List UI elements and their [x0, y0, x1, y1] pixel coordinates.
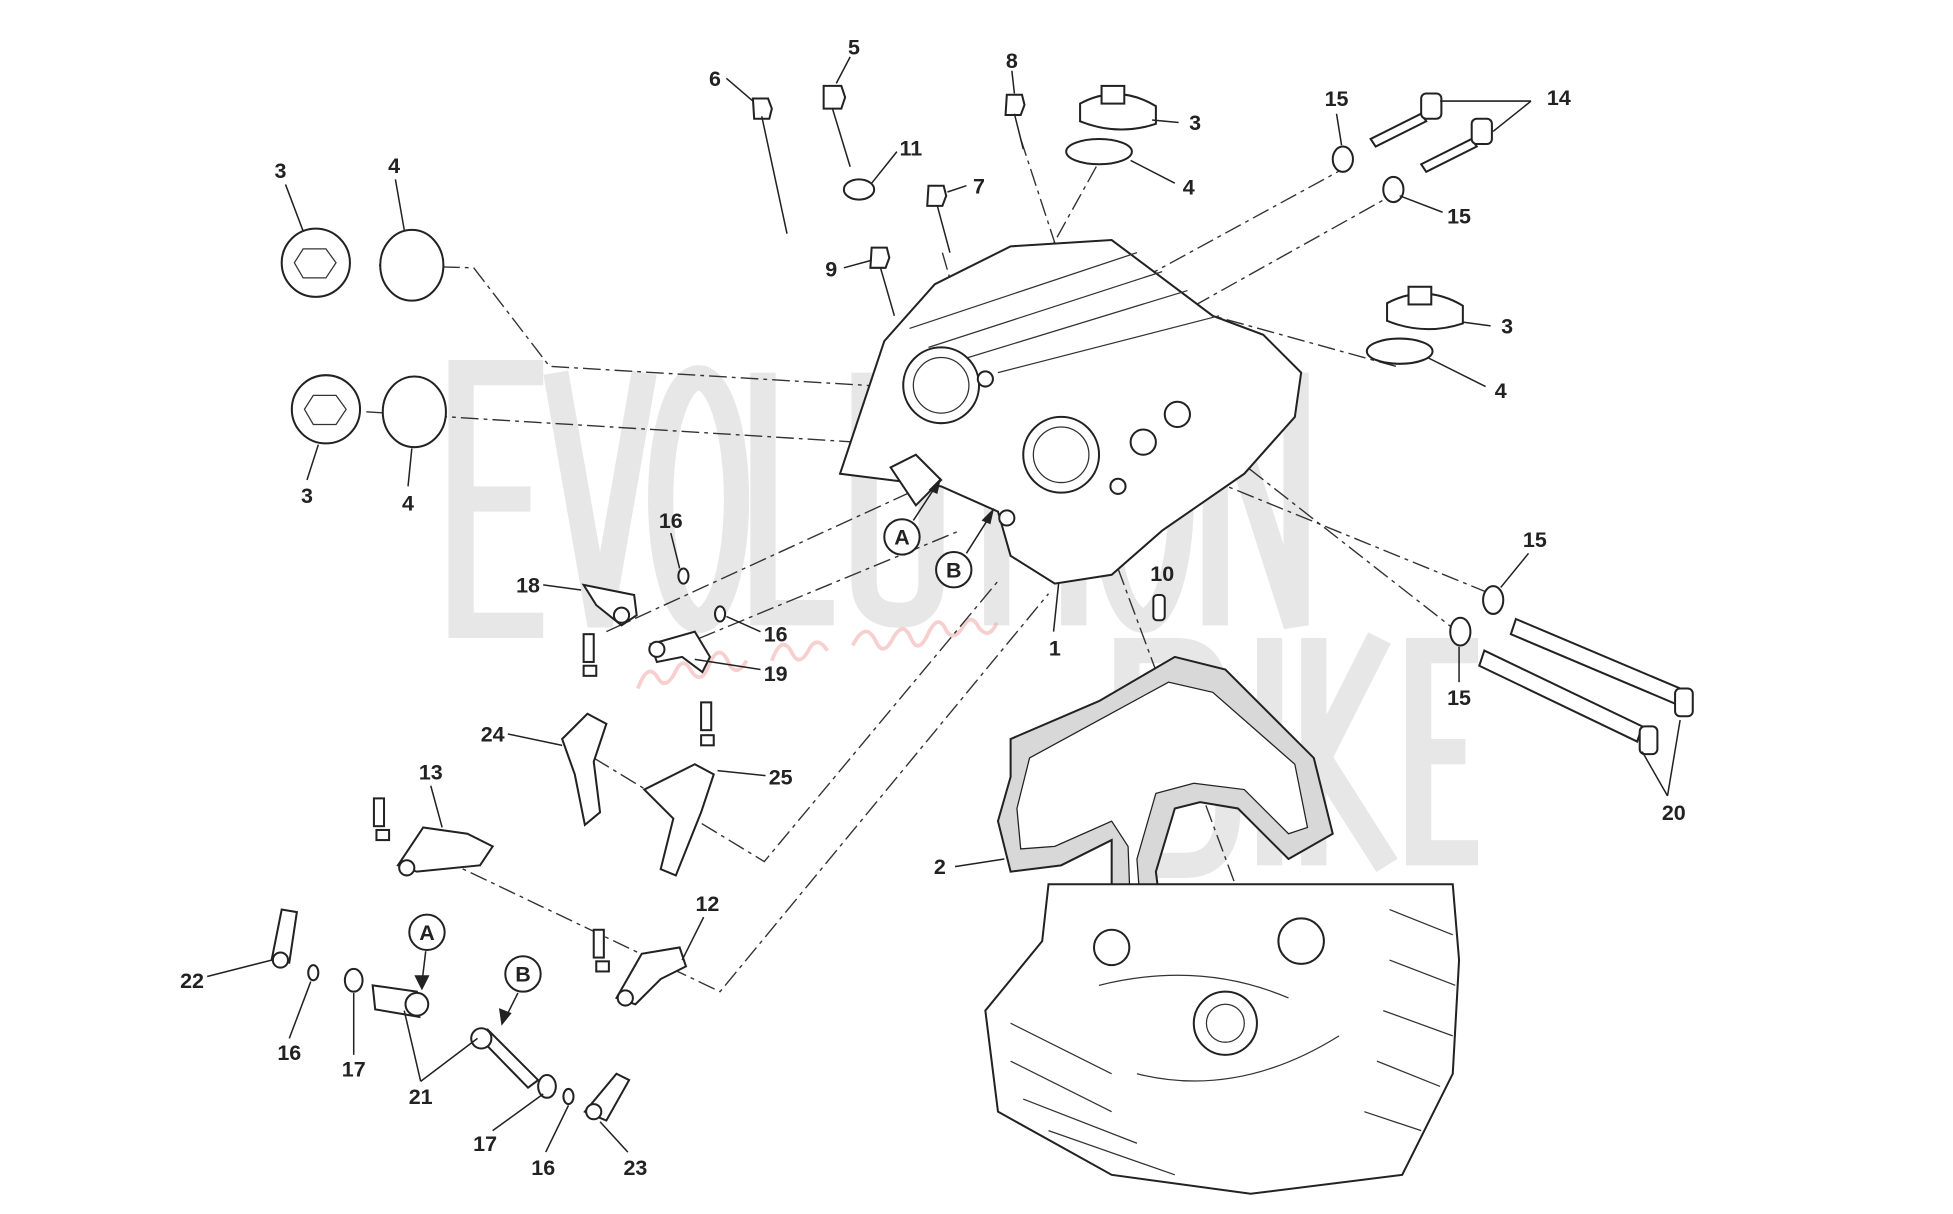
oil-filler-caps-left	[280, 227, 447, 449]
callout: 2	[934, 855, 946, 879]
callout: 24	[481, 723, 505, 747]
callout: 25	[769, 765, 793, 789]
callout: 15	[1447, 205, 1471, 229]
rocker-shafts	[270, 908, 631, 1122]
callout: 16	[531, 1156, 555, 1180]
ref-circle-b	[935, 551, 973, 589]
callout: 10	[1150, 562, 1174, 586]
head-gasket	[996, 655, 1334, 943]
callout: 3	[1189, 111, 1201, 135]
callout: 16	[764, 623, 788, 647]
callout: 4	[1183, 176, 1195, 200]
callout-labels: 6 5 8 11 7 9 3 4 15 14 15 3 4 3 4 3 4 16…	[180, 35, 1686, 1180]
callout: B	[515, 963, 531, 987]
cylinder-head	[838, 238, 1303, 585]
callout: A	[419, 921, 435, 945]
callout: 20	[1662, 801, 1686, 825]
callout: 16	[277, 1041, 301, 1065]
callout: 4	[402, 491, 414, 515]
callout: 23	[623, 1156, 647, 1180]
reference-arrows	[414, 477, 995, 1026]
callout: 8	[1006, 49, 1018, 73]
callout: 3	[1501, 315, 1513, 339]
callout: 17	[473, 1132, 497, 1156]
callout: 3	[301, 484, 313, 508]
callout: 12	[695, 892, 719, 916]
callout: 7	[973, 174, 985, 198]
callout: 16	[659, 509, 683, 533]
callout: B	[946, 558, 962, 582]
callout: 17	[342, 1057, 366, 1081]
studs	[1449, 585, 1694, 756]
callout: A	[894, 525, 910, 549]
callout: 5	[848, 35, 860, 59]
leader-lines	[206, 56, 1681, 1153]
callout: 4	[388, 154, 400, 178]
callout: 21	[409, 1085, 433, 1109]
callout: 19	[764, 662, 788, 686]
callout: 15	[1523, 528, 1547, 552]
ref-circle-a	[883, 518, 921, 556]
callout: 15	[1325, 87, 1349, 111]
callout: 22	[180, 969, 204, 993]
callout: 18	[516, 573, 540, 597]
ref-circle-b	[504, 955, 542, 993]
callout: 3	[274, 159, 286, 183]
callout: 11	[899, 136, 922, 160]
callout: 9	[825, 258, 837, 282]
bolts	[751, 84, 1166, 622]
callout: 1	[1049, 637, 1061, 661]
cylinder-block	[984, 883, 1461, 1195]
caps-right	[1065, 84, 1493, 365]
callout: 6	[709, 67, 721, 91]
callout: 14	[1547, 86, 1571, 110]
ref-circle-a	[408, 913, 446, 951]
callout: 13	[419, 760, 443, 784]
rocker-arms	[372, 567, 727, 1007]
callout: 15	[1447, 686, 1471, 710]
callout: 4	[1495, 379, 1507, 403]
